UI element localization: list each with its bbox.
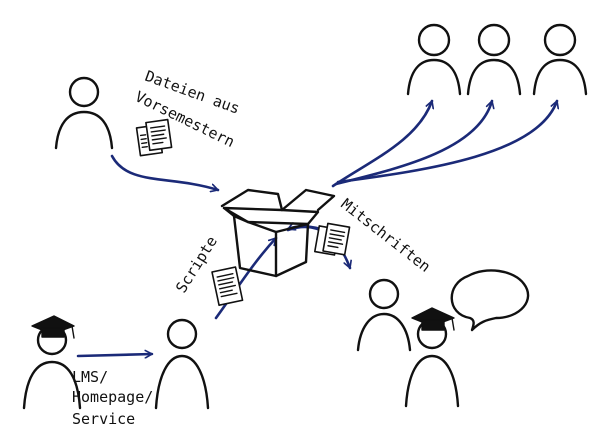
arrow-box-to-student-1: [331, 99, 432, 188]
person-icon: [532, 23, 588, 96]
open-box-icon: [220, 188, 336, 278]
graduate-icon: [22, 315, 82, 410]
person-icon: [54, 76, 114, 150]
person-icon: [406, 23, 462, 96]
document-icon: [211, 266, 244, 307]
arrow-archive-to-box: [110, 154, 220, 190]
speech-bubble-icon: [450, 269, 530, 332]
arrow-student-to-box: [214, 236, 278, 320]
graduate-icon: [404, 307, 460, 408]
service-label-line-1: LMS/: [72, 368, 108, 386]
scripts-label: Scripte: [172, 233, 221, 296]
person-icon: [154, 318, 210, 410]
document-icon: [135, 118, 173, 157]
arrow-box-to-student-3: [336, 99, 557, 184]
arrow-lecturer-to-student: [76, 354, 154, 356]
service-label-line-3: Service: [72, 410, 135, 428]
person-icon: [356, 278, 412, 352]
document-icon: [313, 222, 351, 256]
notes-label: Mitschriften: [338, 195, 434, 276]
service-label-line-2: Homepage/: [72, 388, 153, 406]
person-icon: [466, 23, 522, 96]
